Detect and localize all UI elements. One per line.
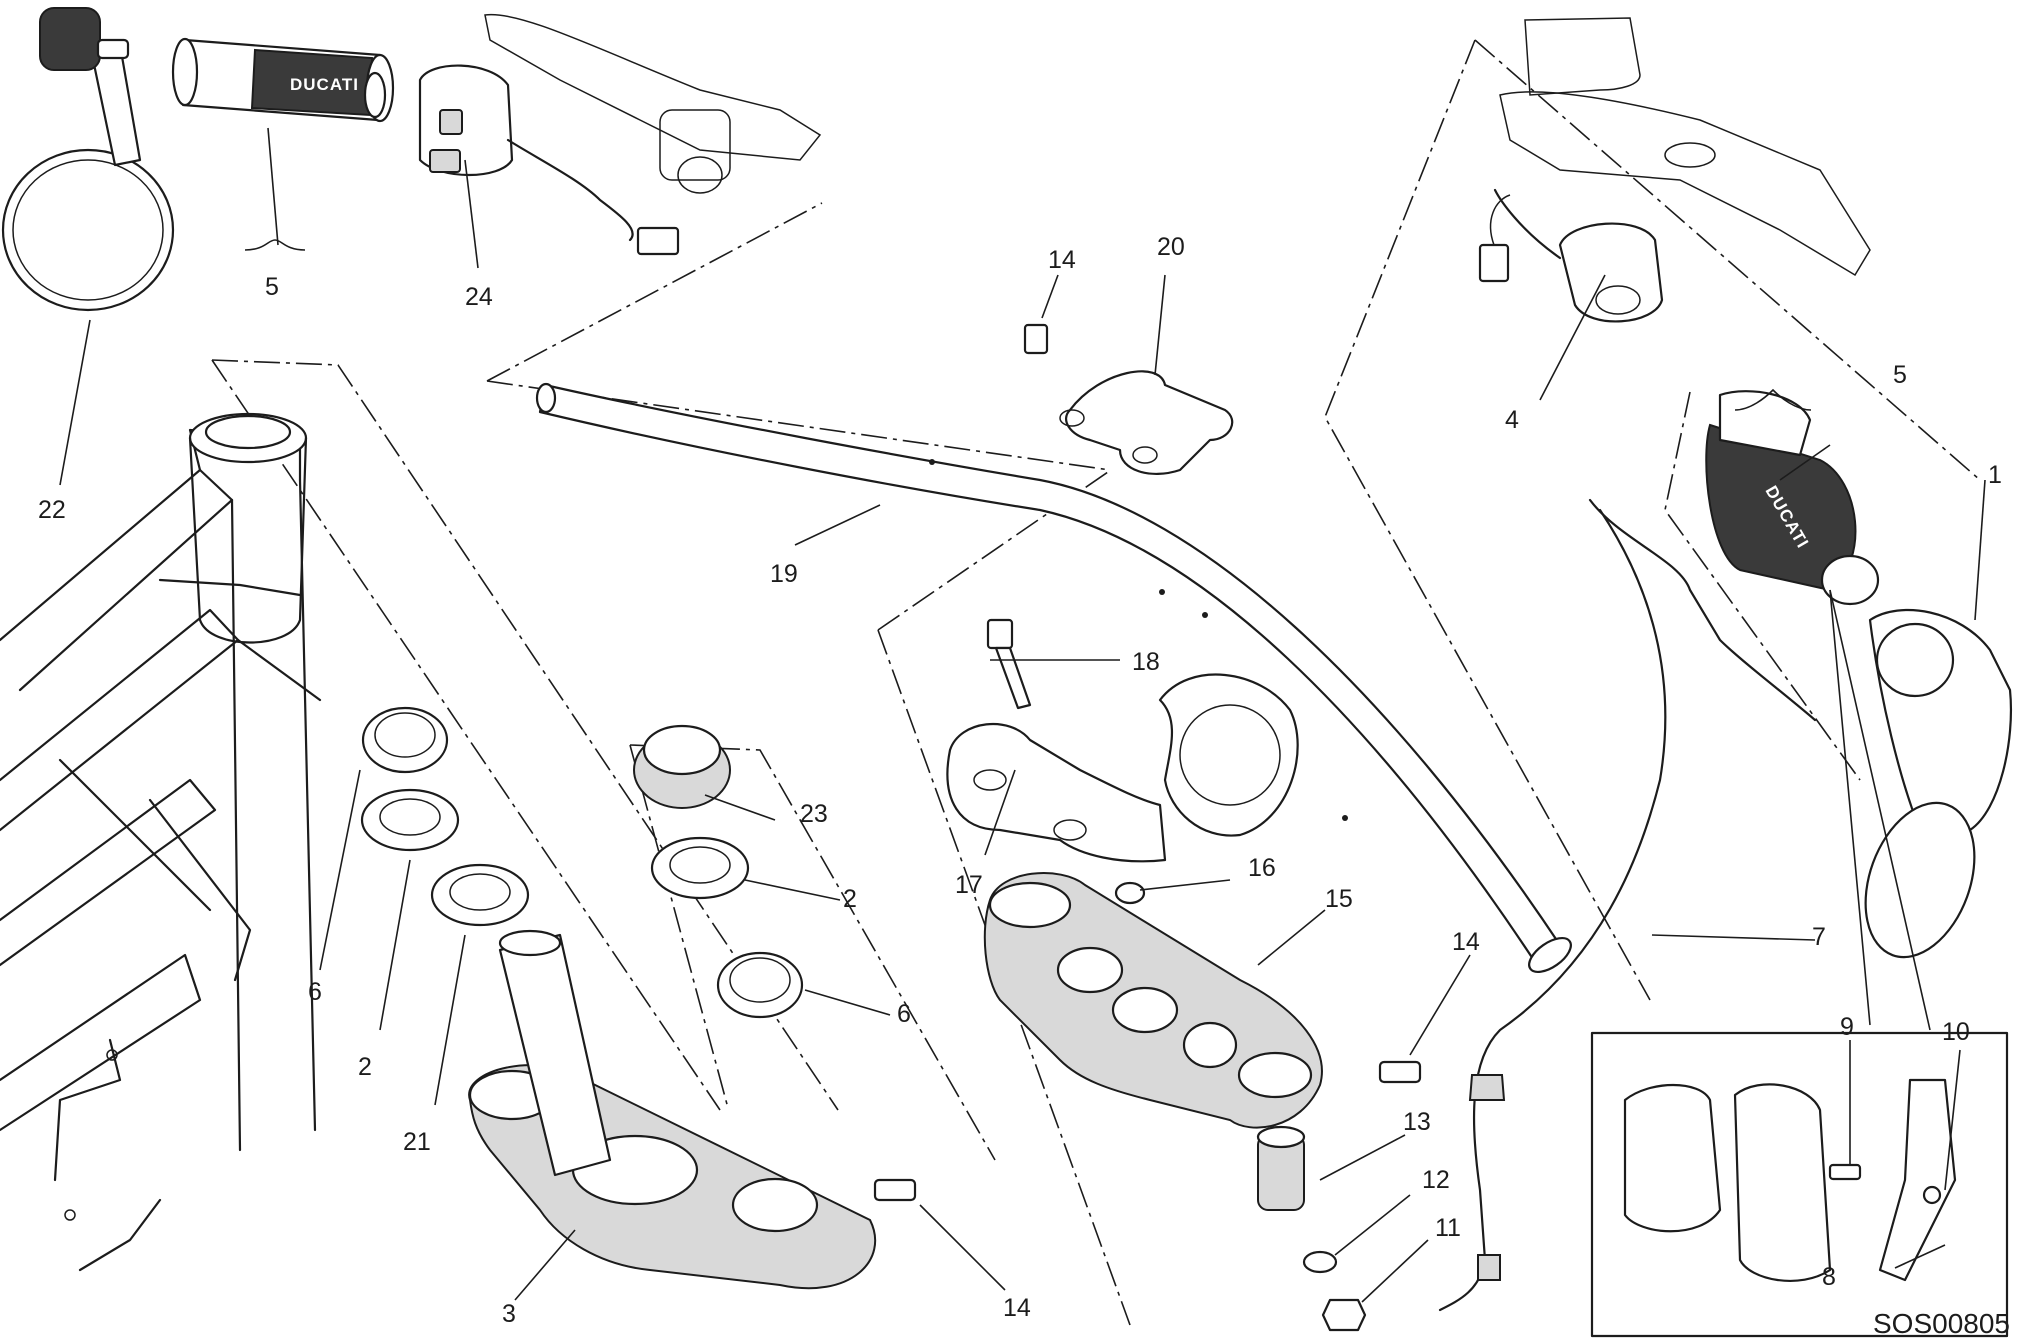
callout-numbers: 5 24 22 14 20 19 18 17 16 15 14 13 12 11… <box>38 233 2002 1328</box>
upper-triple-clamp <box>983 872 1422 1129</box>
callout-19: 19 <box>770 560 798 588</box>
ignition-bracket <box>946 618 1299 905</box>
small-hardware <box>1256 1125 1367 1332</box>
left-grip: DUCATI <box>171 37 395 123</box>
grip-brand-label: DUCATI <box>290 75 359 94</box>
callout-16: 16 <box>1248 854 1276 882</box>
callout-14-right: 14 <box>1452 928 1480 956</box>
callout-15: 15 <box>1325 885 1353 913</box>
lower-steering-yoke <box>468 929 917 1290</box>
throttle-cable <box>1438 498 1817 1312</box>
callout-9: 9 <box>1840 1013 1854 1041</box>
callout-leaders <box>59 127 1986 1303</box>
right-switch-housing <box>1478 188 1664 323</box>
bearings-and-seals <box>360 706 804 1019</box>
right-grip: DUCATI <box>1705 390 1880 606</box>
left-switch-housing <box>418 64 680 256</box>
callout-8: 8 <box>1822 1263 1836 1291</box>
callout-5-right: 5 <box>1893 361 1907 389</box>
motorcycle-frame <box>0 412 322 1272</box>
callout-1: 1 <box>1988 461 2002 489</box>
callout-2-center: 2 <box>843 885 857 913</box>
callout-6-center: 6 <box>897 1000 911 1028</box>
callout-4: 4 <box>1505 406 1519 434</box>
callout-14-top: 14 <box>1048 246 1076 274</box>
right-mirror <box>1864 608 2013 959</box>
callout-20: 20 <box>1157 233 1185 261</box>
right-brake-master <box>1499 17 1871 277</box>
callout-21: 21 <box>403 1128 431 1156</box>
callout-5-left: 5 <box>265 273 279 301</box>
callout-14-bottom: 14 <box>1003 1294 1031 1322</box>
callout-17: 17 <box>955 871 983 899</box>
callout-3: 3 <box>502 1300 516 1328</box>
handlebar <box>535 382 1572 974</box>
callout-22: 22 <box>38 496 66 524</box>
callout-7: 7 <box>1812 923 1826 951</box>
callout-6-left: 6 <box>308 978 322 1006</box>
handlebar-clamp <box>1023 323 1234 475</box>
callout-2-left: 2 <box>358 1053 372 1081</box>
callout-10: 10 <box>1942 1018 1970 1046</box>
assembly-boundaries <box>211 39 1981 1326</box>
detail-inset <box>1590 1031 2009 1338</box>
callout-13: 13 <box>1403 1108 1431 1136</box>
left-clutch-lever <box>484 13 822 194</box>
callout-24: 24 <box>465 283 493 311</box>
drawing-code: SOS00805 <box>1873 1308 2010 1339</box>
callout-12: 12 <box>1422 1166 1450 1194</box>
callout-18: 18 <box>1132 648 1160 676</box>
left-mirror <box>1 7 175 312</box>
callout-11: 11 <box>1435 1214 1461 1242</box>
callout-23: 23 <box>800 800 828 828</box>
